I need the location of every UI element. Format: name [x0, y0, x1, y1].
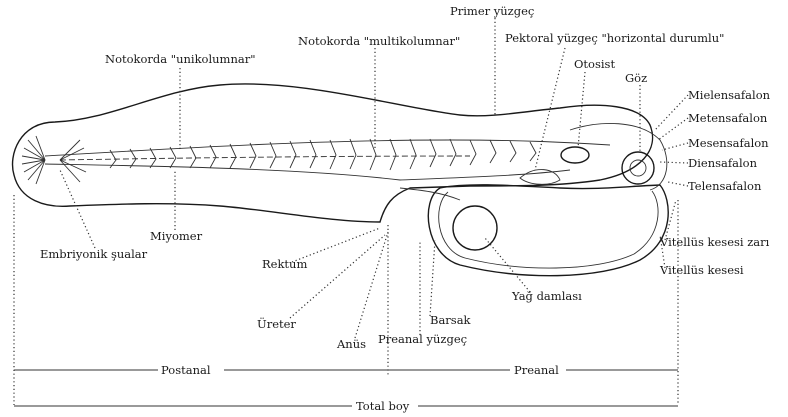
label-notokorda-unikolumnar: Notokorda "unikolumnar": [105, 52, 256, 66]
label-primer-yuzgec: Primer yüzgeç: [450, 4, 534, 18]
oil-droplet: [453, 206, 497, 250]
label-metensafalon: Metensafalon: [688, 111, 768, 125]
label-yag-damlasi: Yağ damlası: [511, 289, 582, 303]
label-notokorda-multikolumnar: Notokorda "multikolumnar": [298, 34, 460, 48]
yolk-sac: [428, 185, 668, 276]
label-goz: Göz: [625, 71, 647, 85]
labels: Primer yüzgeç Notokorda "multikolumnar" …: [40, 4, 771, 413]
label-anus: Anüs: [336, 337, 366, 351]
label-vitellus-kesesi-zari: Vitellüs kesesi zarı: [659, 235, 770, 249]
label-vitellus-kesesi: Vitellüs kesesi: [659, 263, 744, 277]
label-mielensafalon: Mielensafalon: [688, 88, 771, 102]
primary-fin-outline: [13, 84, 653, 222]
label-embriyonik-sualar: Embriyonik şualar: [40, 247, 148, 261]
label-ureter: Üreter: [257, 317, 296, 331]
label-postanal: Postanal: [161, 363, 211, 377]
label-mesensafalon: Mesensafalon: [688, 136, 769, 150]
label-barsak: Barsak: [430, 313, 472, 327]
embryonic-rays: [22, 136, 86, 184]
notochord-mid: [60, 156, 470, 160]
otocyst: [561, 147, 589, 163]
notochord-lower: [45, 164, 570, 180]
notochord-upper: [45, 140, 610, 156]
head-outline: [570, 123, 667, 190]
label-preanal: Preanal: [514, 363, 559, 377]
label-telensafalon: Telensafalon: [688, 179, 762, 193]
yolk-sac-membrane: [439, 191, 658, 268]
label-diensafalon: Diensafalon: [688, 156, 758, 170]
gut: [400, 188, 460, 200]
label-total-boy: Total boy: [356, 399, 410, 413]
myomeres: [110, 139, 536, 170]
label-miyomer: Miyomer: [150, 229, 203, 243]
label-pektoral-yuzgec: Pektoral yüzgeç "horizontal durumlu": [505, 31, 724, 45]
eye-outer: [622, 152, 654, 184]
label-rektum: Rektum: [262, 257, 307, 271]
label-preanal-yuzgec: Preanal yüzgeç: [378, 332, 467, 346]
label-otosist: Otosist: [574, 57, 615, 71]
